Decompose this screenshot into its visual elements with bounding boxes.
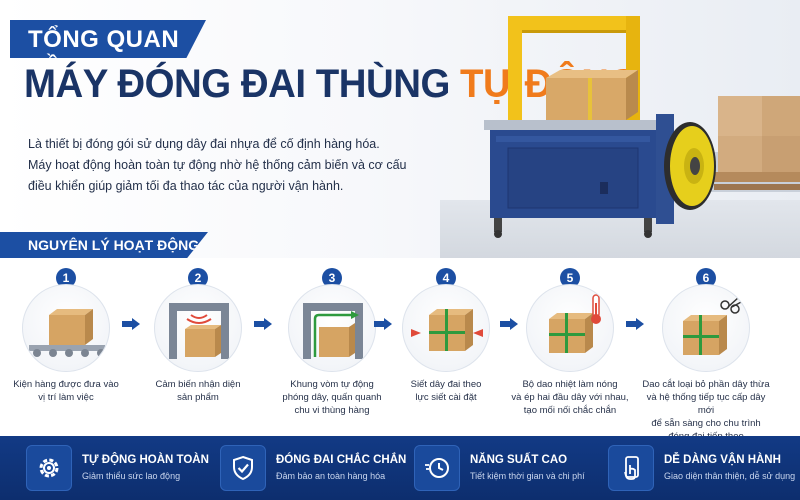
feature-subtitle: Đảm bảo an toàn hàng hóa bbox=[276, 471, 386, 481]
step-illustration bbox=[22, 284, 110, 372]
feature-icon-box bbox=[608, 445, 654, 491]
scissors-icon bbox=[683, 296, 744, 355]
strapping-machine-image bbox=[484, 16, 800, 238]
machine-cabinet bbox=[490, 130, 656, 238]
step-text-line: vị trí làm việc bbox=[38, 392, 94, 403]
step-text-line: để sẵn sàng cho chu trình bbox=[651, 418, 761, 429]
step-text-line: Siết dây đai theo bbox=[410, 379, 482, 390]
gear-icon bbox=[39, 458, 59, 478]
overview-badge-label: TỔNG QUAN VỀ bbox=[28, 26, 180, 58]
carton-box bbox=[546, 70, 638, 120]
feature-title: TỰ ĐỘNG HOÀN TOÀN bbox=[82, 454, 209, 466]
features-bar bbox=[0, 436, 800, 500]
step-text-line: lực siết cài đặt bbox=[415, 392, 477, 403]
overview-badge: TỔNG QUAN VỀ bbox=[10, 20, 206, 58]
arrow-right-icon bbox=[122, 318, 140, 330]
feature-subtitle: Tiết kiệm thời gian và chi phí bbox=[470, 471, 585, 481]
step-text-line: Khung vòm tự động bbox=[290, 379, 374, 390]
step-text-line: và ép hai đầu dây với nhau, bbox=[511, 392, 629, 403]
step-text-line: tạo mối nối chắc chắn bbox=[523, 405, 617, 416]
arch-frame-icon bbox=[303, 303, 363, 359]
arrow-right-icon bbox=[500, 318, 518, 330]
feature-high-productivity: NĂNG SUẤT CAO Tiết kiệm thời gian và chi… bbox=[414, 445, 604, 491]
feature-icon-box bbox=[26, 445, 72, 491]
step-illustration bbox=[154, 284, 242, 372]
description: Là thiết bị đóng gói sử dụng dây đai nhự… bbox=[28, 134, 468, 197]
arrow-right-icon bbox=[626, 318, 644, 330]
pallet-boxes bbox=[710, 96, 800, 192]
box-on-conveyor-icon bbox=[29, 309, 105, 357]
step-description: Dao cắt loại bỏ phần dây thừa và hệ thốn… bbox=[640, 378, 772, 443]
step-illustration bbox=[402, 284, 490, 372]
feature-title: ĐÓNG ĐAI CHẮC CHẮN bbox=[276, 454, 407, 466]
description-line: Là thiết bị đóng gói sử dụng dây đai nhự… bbox=[28, 137, 380, 151]
feature-title: DỄ DÀNG VẬN HÀNH bbox=[664, 454, 781, 466]
touch-hand-icon bbox=[624, 456, 639, 480]
feature-icon-box bbox=[414, 445, 460, 491]
step-text-line: Cảm biến nhận diện bbox=[155, 379, 241, 390]
step-illustration bbox=[288, 284, 376, 372]
feature-title: NĂNG SUẤT CAO bbox=[470, 454, 568, 466]
step-description: Khung vòm tự động phóng dây, quấn quanh … bbox=[266, 378, 398, 417]
feature-easy-operation: DỄ DÀNG VẬN HÀNH Giao diện thân thiện, d… bbox=[608, 445, 798, 491]
machine-table-top bbox=[484, 120, 660, 130]
fast-clock-icon bbox=[425, 458, 449, 478]
tighten-strap-icon bbox=[411, 309, 483, 351]
step-description: Siết dây đai theo lực siết cài đặt bbox=[380, 378, 512, 404]
step-text-line: Dao cắt loại bỏ phần dây thừa bbox=[642, 379, 770, 390]
feature-subtitle: Giảm thiểu sức lao động bbox=[82, 471, 181, 481]
shield-check-icon bbox=[233, 455, 253, 481]
description-line: điều khiển giúp giảm tối đa thao tác của… bbox=[28, 179, 344, 193]
step-text-line: sản phẩm bbox=[177, 392, 219, 403]
step-description: Kiện hàng được đưa vào vị trí làm việc bbox=[0, 378, 132, 404]
principle-badge: NGUYÊN LÝ HOẠT ĐỘNG bbox=[0, 232, 208, 258]
heat-seal-icon bbox=[549, 294, 601, 353]
feature-subtitle: Giao diện thân thiện, dễ sử dụng bbox=[664, 471, 796, 481]
sensor-icon bbox=[169, 303, 229, 359]
step-number: 5 bbox=[560, 268, 580, 288]
step-text-line: Kiện hàng được đưa vào bbox=[13, 379, 119, 390]
arrow-right-icon bbox=[254, 318, 272, 330]
step-description: Cảm biến nhận diện sản phẩm bbox=[132, 378, 264, 404]
principle-badge-label: NGUYÊN LÝ HOẠT ĐỘNG bbox=[28, 237, 200, 253]
description-line: Máy hoạt động hoàn toàn tự động nhờ hệ t… bbox=[28, 158, 407, 172]
page-title-main: MÁY ĐÓNG ĐAI THÙNG bbox=[24, 62, 461, 106]
step-description: Bộ dao nhiệt làm nóng và ép hai đầu dây … bbox=[504, 378, 636, 417]
feature-secure-strap: ĐÓNG ĐAI CHẮC CHẮN Đảm bảo an toàn hàng … bbox=[220, 445, 410, 491]
strap-spool bbox=[656, 114, 716, 224]
step-text-line: Bộ dao nhiệt làm nóng bbox=[522, 379, 618, 390]
step-text-line: chu vi thùng hàng bbox=[294, 405, 370, 416]
arrow-right-icon bbox=[374, 318, 392, 330]
step-text-line: và hệ thống tiếp tục cấp dây mới bbox=[646, 392, 766, 416]
step-number: 3 bbox=[322, 268, 342, 288]
step-illustration bbox=[526, 284, 614, 372]
step-number: 2 bbox=[188, 268, 208, 288]
step-number: 1 bbox=[56, 268, 76, 288]
step-text-line: phóng dây, quấn quanh bbox=[282, 392, 382, 403]
feature-icon-box bbox=[220, 445, 266, 491]
step-number: 6 bbox=[696, 268, 716, 288]
step-illustration bbox=[662, 284, 750, 372]
step-number: 4 bbox=[436, 268, 456, 288]
feature-automatic: TỰ ĐỘNG HOÀN TOÀN Giảm thiểu sức lao độn… bbox=[26, 445, 216, 491]
